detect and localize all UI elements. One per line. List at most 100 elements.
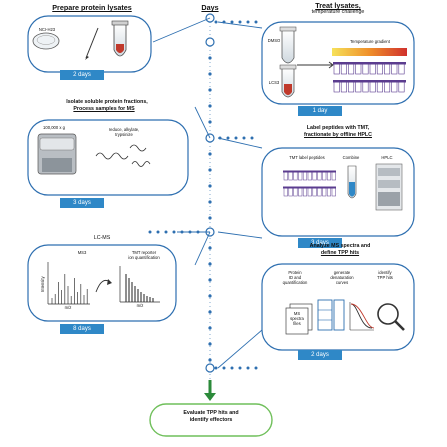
hplc-col-label: HPLC bbox=[381, 155, 393, 160]
analyze-spectra-panel bbox=[261, 263, 415, 351]
timeline-dot bbox=[208, 358, 212, 362]
branch-dot bbox=[234, 136, 238, 140]
treat-title: Treat lysates, bbox=[315, 1, 361, 10]
pcr-tube bbox=[384, 81, 391, 93]
pcr-tube bbox=[384, 63, 391, 75]
ms3-label: MS3 bbox=[77, 250, 87, 255]
pcr-tube bbox=[391, 63, 398, 75]
reagents-label: reduce, alkylate, bbox=[108, 127, 140, 132]
timeline-dots bbox=[205, 13, 215, 373]
tmt-tube bbox=[283, 171, 288, 181]
timeline-dot bbox=[208, 342, 212, 346]
pcr-tube bbox=[340, 63, 347, 75]
reagents-label-2: trypsinize bbox=[115, 132, 133, 137]
branch-dot bbox=[222, 366, 226, 370]
lcms-panel bbox=[27, 244, 177, 322]
dmso-label: DMSO bbox=[267, 38, 281, 43]
label-duration-badge: 3 days bbox=[298, 238, 342, 248]
tmt-col-label: TMT label peptides bbox=[289, 155, 325, 160]
branch-dot bbox=[180, 230, 184, 234]
tmt-tube bbox=[326, 187, 332, 197]
branch-dot bbox=[188, 230, 192, 234]
cell-line-label: NCI-H23 bbox=[38, 27, 56, 32]
branch-dot bbox=[214, 366, 218, 370]
evaluate-subtitle: identify effectors bbox=[189, 417, 233, 423]
protein-table-icon bbox=[317, 299, 345, 331]
pcr-strip-cap bbox=[333, 62, 406, 65]
reporter-label-2: ion quantification bbox=[128, 255, 160, 260]
zoom-arrow-icon bbox=[95, 279, 112, 293]
tmt-tube bbox=[302, 187, 308, 197]
pcr-tube bbox=[391, 81, 398, 93]
magnifier-icon bbox=[377, 303, 405, 331]
treat-subtitle: temperature challenge bbox=[311, 9, 365, 15]
prepare-duration-badge: 2 days bbox=[60, 70, 104, 80]
branch-dots bbox=[148, 20, 258, 370]
temperature-gradient-bar bbox=[332, 48, 407, 56]
curves-label: generate bbox=[333, 270, 351, 275]
pcr-tube bbox=[376, 63, 383, 75]
label-title: Label peptides with TMT, bbox=[306, 125, 370, 131]
pcr-tube bbox=[355, 81, 362, 93]
lcms-title: LC-MS bbox=[93, 235, 111, 241]
branch-dot bbox=[148, 230, 152, 234]
timeline-dot bbox=[205, 37, 215, 47]
pcr-tube bbox=[376, 81, 383, 93]
tmt-tube bbox=[288, 171, 293, 181]
tmt-tube bbox=[293, 187, 298, 197]
timeline-dot bbox=[208, 278, 212, 282]
lcs3-tube-icon bbox=[279, 64, 297, 98]
ms-files-label-3: files bbox=[293, 321, 301, 326]
hplc-instrument-icon bbox=[375, 163, 403, 211]
tmt-tube bbox=[322, 187, 327, 197]
split-arrow-icon bbox=[297, 61, 334, 69]
tmt-tube bbox=[307, 171, 312, 181]
pcr-tube bbox=[398, 63, 405, 75]
branch-dot bbox=[164, 230, 168, 234]
ms-spectrum-left bbox=[47, 262, 90, 305]
curves-label-3: curves bbox=[335, 280, 349, 285]
ms-spectrum-right bbox=[119, 266, 160, 303]
timeline-dot bbox=[208, 326, 212, 330]
protein-id-label-3: quantification bbox=[282, 280, 308, 285]
mz-axis-label-left: m/z bbox=[64, 305, 72, 310]
branch-dot bbox=[238, 366, 242, 370]
intensity-axis-label: Intensity bbox=[39, 276, 45, 293]
melting-curve-icon bbox=[349, 302, 375, 331]
tmt-tube bbox=[312, 187, 317, 197]
isolate-subtitle: Process samples for MS bbox=[73, 106, 135, 112]
ms-files-label-2: spectra bbox=[290, 316, 304, 321]
timeline-dot bbox=[208, 120, 212, 124]
reporter-label: TMT reporter bbox=[131, 250, 157, 255]
timeline-dot bbox=[208, 246, 212, 250]
isolate-title: Isolate soluble protein fractions, bbox=[66, 99, 148, 105]
gradient-label: Temperature gradient bbox=[350, 39, 390, 44]
pcr-tube bbox=[369, 81, 376, 93]
tmt-tube bbox=[331, 171, 336, 181]
branch-dot bbox=[250, 136, 254, 140]
ms-peaks bbox=[51, 274, 88, 304]
centrifuge-speed-label: 100,000 x g bbox=[43, 125, 65, 130]
tmt-tube bbox=[317, 171, 322, 181]
tmt-tube bbox=[298, 171, 303, 181]
timeline-dot bbox=[208, 310, 212, 314]
timeline-dot bbox=[208, 88, 212, 92]
timeline-dot bbox=[208, 184, 212, 188]
pcr-tube bbox=[333, 81, 340, 93]
mz-axis-label-right: m/z bbox=[136, 303, 144, 308]
isolate-fractions-panel bbox=[27, 119, 189, 196]
branch-dot bbox=[218, 136, 222, 140]
prepare-lysates-panel bbox=[27, 15, 152, 73]
timeline-dot bbox=[208, 262, 212, 266]
pcr-tube bbox=[398, 81, 405, 93]
tmt-label-rack bbox=[283, 170, 336, 197]
pcr-tube bbox=[362, 81, 369, 93]
peptide-chain-icon bbox=[95, 144, 151, 167]
timeline-dot bbox=[208, 294, 212, 298]
timeline-dot bbox=[208, 168, 212, 172]
reporter-peaks bbox=[125, 274, 154, 302]
branch-dot bbox=[246, 366, 250, 370]
pcr-tube bbox=[340, 81, 347, 93]
analyze-title: Analyze MS spectra and bbox=[309, 243, 371, 249]
timeline-dot bbox=[208, 72, 212, 76]
